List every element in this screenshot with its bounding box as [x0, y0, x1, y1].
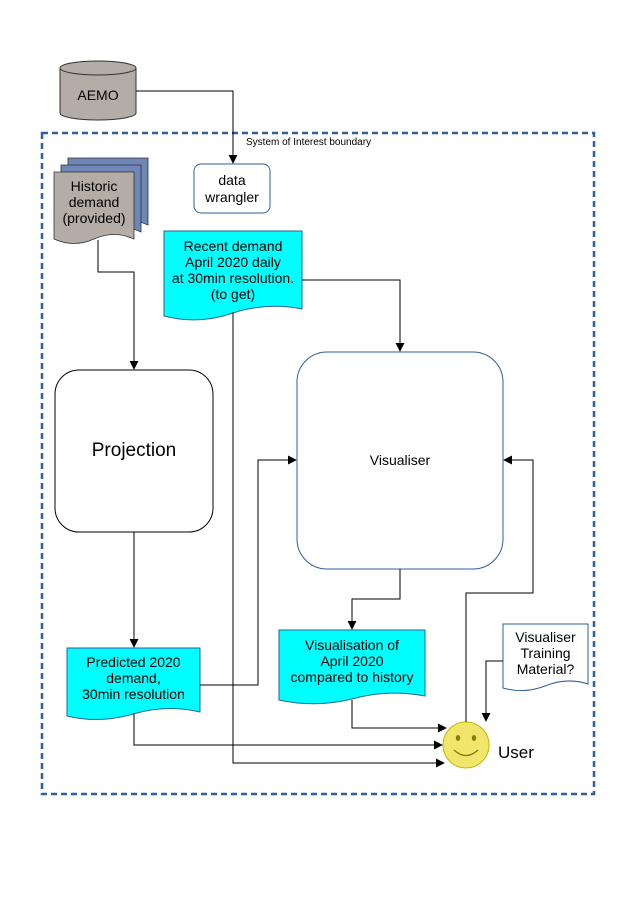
visualiser-label: Visualiser: [369, 452, 431, 469]
visualisation-document: [278, 629, 426, 705]
predicted-demand-label: Predicted 2020 demand, 30min resolution: [82, 653, 185, 703]
edge-user-visualiser: [465, 455, 534, 722]
aemo-database-icon: [59, 60, 137, 121]
boundary-label: System of Interest boundary: [246, 137, 372, 149]
recent-demand-label: Recent demand April 2020 daily at 30min …: [171, 237, 295, 303]
training-material-label: Visualiser Training Material?: [515, 628, 576, 678]
edge-predicted-visualiser: [200, 455, 297, 686]
historic-demand-label: Historic demand (provided): [62, 177, 126, 227]
edge-visualiser-visualisation: [347, 569, 401, 630]
system-boundary: [40, 131, 596, 796]
edge-recent-user: [232, 312, 445, 768]
predicted-demand-document: [66, 647, 201, 721]
user-smiley-icon: [442, 721, 490, 769]
historic-demand-documents: [53, 157, 149, 244]
aemo-label: AEMO: [77, 86, 119, 103]
training-material-document: [502, 623, 589, 692]
edge-visualisation-user: [351, 700, 447, 733]
edge-training-user: [481, 660, 503, 722]
edge-historic-projection: [97, 240, 139, 370]
projection-label: Projection: [91, 440, 177, 462]
data-wrangler-label: data wrangler: [205, 172, 259, 205]
user-label: User: [498, 743, 534, 763]
edge-aemo-wrangler: [136, 90, 238, 164]
data-wrangler-box: [193, 163, 271, 214]
visualisation-label: Visualisation of April 2020 compared to …: [290, 636, 414, 686]
edge-predicted-user: [133, 713, 443, 750]
edge-recent-visualiser: [302, 279, 405, 352]
